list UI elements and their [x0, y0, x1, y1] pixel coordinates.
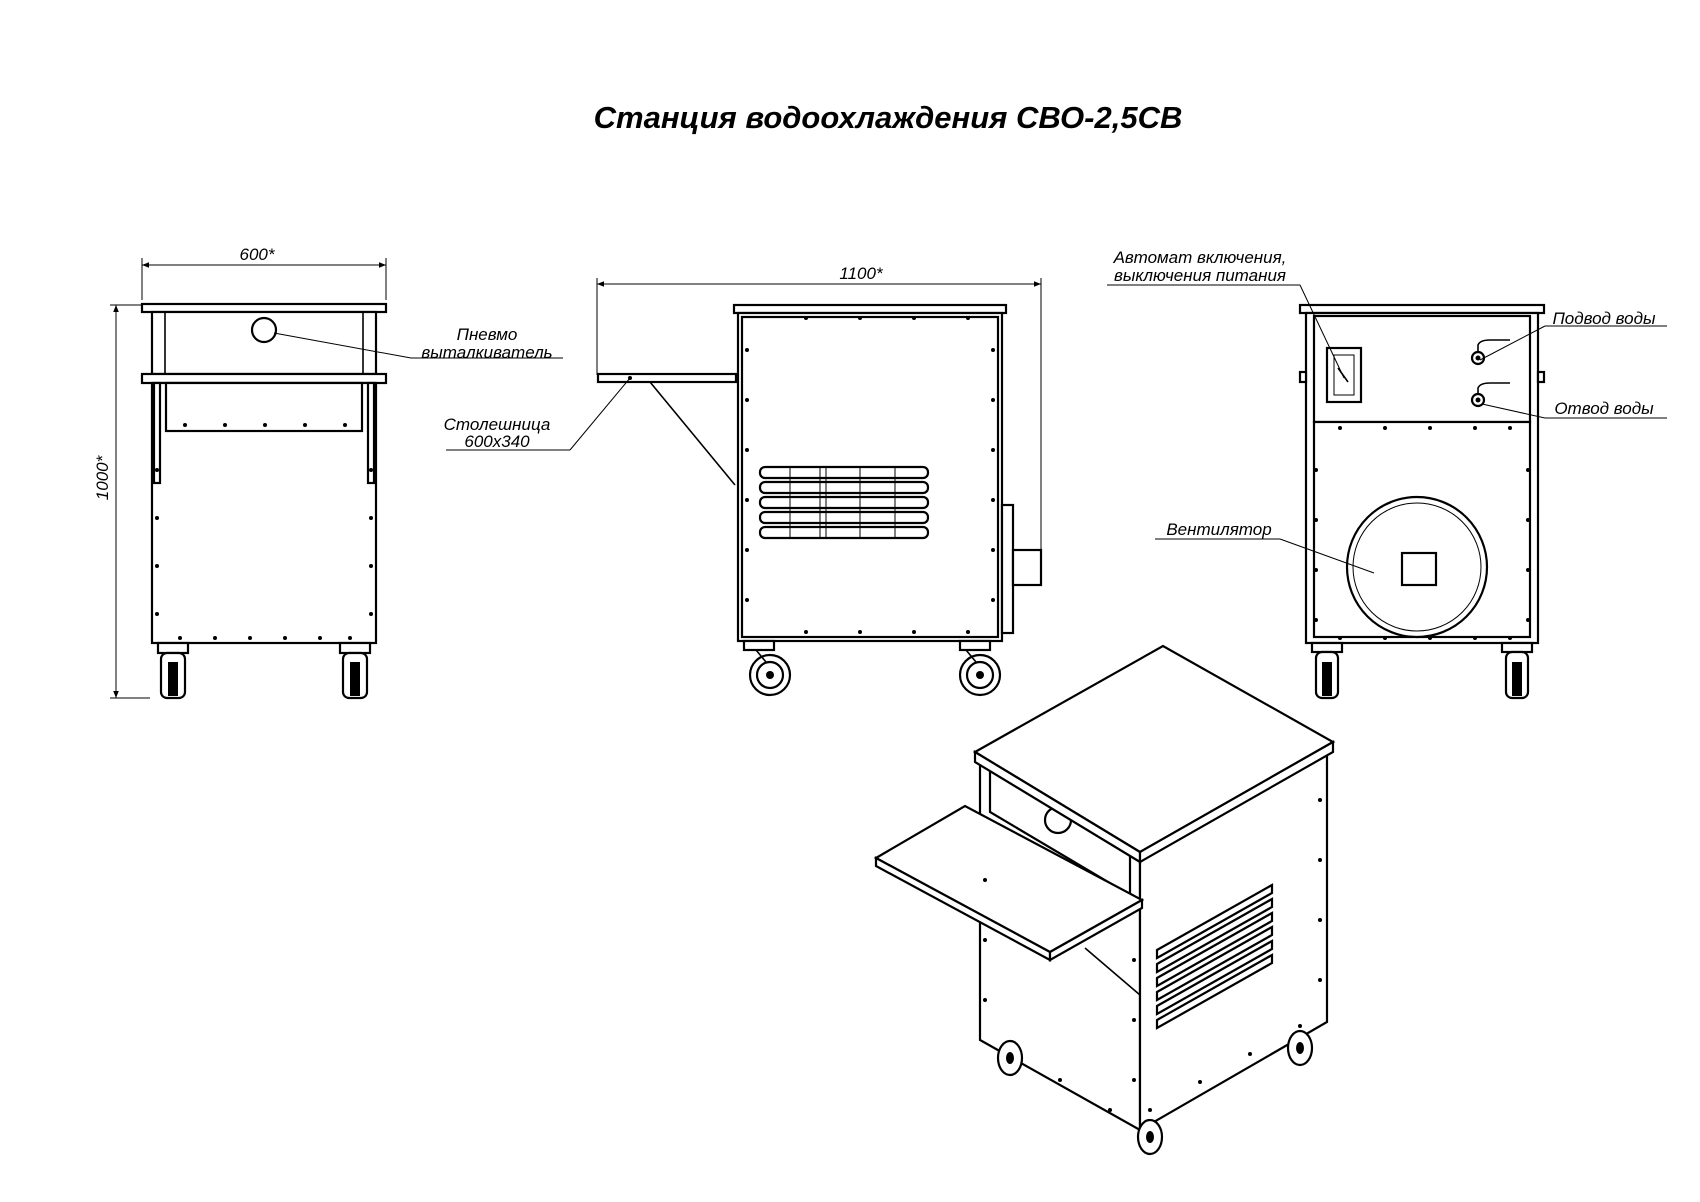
- side-view: 1100*: [444, 264, 1043, 697]
- callout-water-in: Подвод воды: [1552, 309, 1656, 328]
- fan-icon: [1345, 495, 1489, 639]
- dimension-length-label: 1100*: [839, 264, 884, 283]
- callout-fan: Вентилятор: [1166, 520, 1271, 539]
- dimension-height-label: 1000*: [93, 454, 112, 500]
- dimension-width-label: 600*: [240, 245, 276, 264]
- callout-breaker-line2: выключения питания: [1114, 266, 1286, 285]
- drawing-title: Станция водоохлаждения СВО-2,5СВ: [594, 100, 1183, 135]
- isometric-view: [873, 644, 1336, 1156]
- callout-tabletop-line1: Столешница: [444, 415, 551, 434]
- callout-pneumo-line2: выталкиватель: [421, 343, 552, 362]
- breaker-switch-icon: [1325, 346, 1363, 404]
- callout-pneumo-line1: Пневмо: [457, 325, 518, 344]
- water-outlet-icon: [1470, 382, 1510, 408]
- callout-water-out: Отвод воды: [1554, 399, 1654, 418]
- water-inlet-icon: [1470, 339, 1510, 366]
- callout-tabletop-line2: 600х340: [464, 432, 530, 451]
- rear-view: Автомат включения, выключения питания По…: [1107, 248, 1667, 700]
- callout-breaker-line1: Автомат включения,: [1113, 248, 1287, 267]
- front-view: 600* 1000*: [93, 245, 563, 700]
